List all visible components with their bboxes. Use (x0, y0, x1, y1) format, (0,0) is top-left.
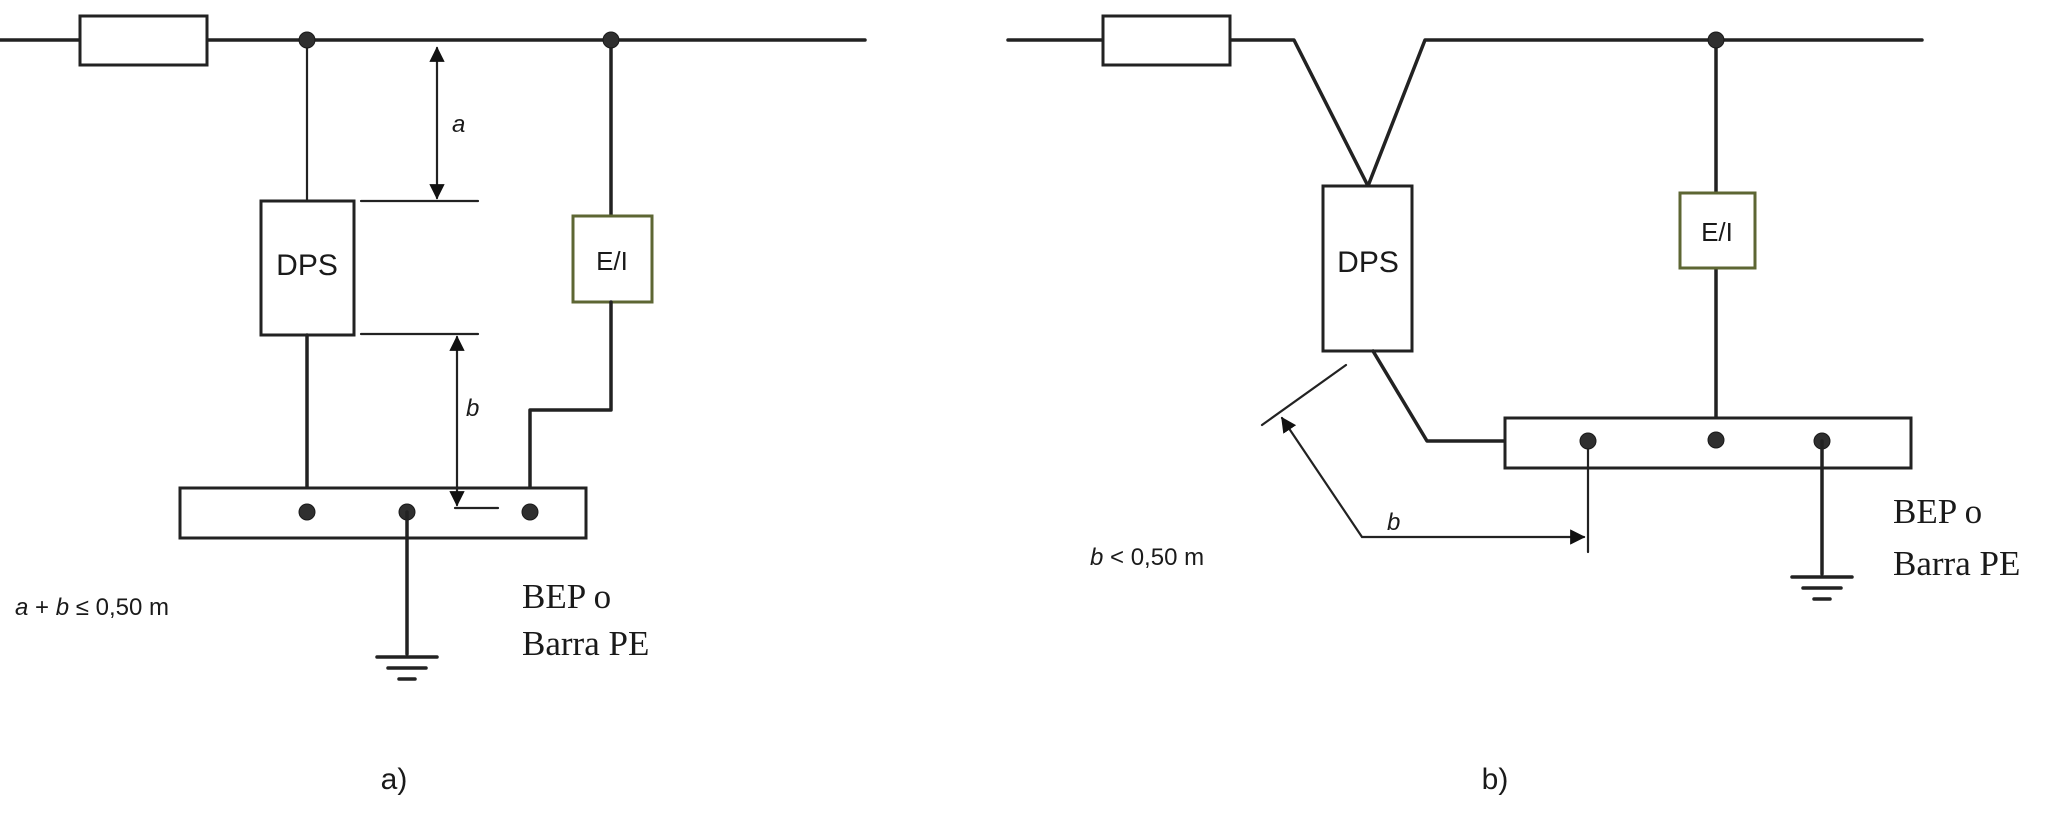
fuse-b (1101, 14, 1232, 67)
dim-ext-dps-b (1260, 363, 1348, 427)
ei-earth-lead-a (528, 300, 613, 514)
dim-b-label-b: b (1387, 509, 1400, 536)
bar-terminal-dps-b (1579, 432, 1597, 450)
dps-label-a: DPS (276, 249, 338, 282)
dps-label-b: DPS (1337, 246, 1399, 279)
formula-a-space (69, 594, 76, 621)
caption-b: b) (1482, 763, 1509, 796)
formula-b-var-b: b (1090, 544, 1103, 571)
junction-ei-b (1707, 31, 1725, 49)
bar-label-line2-b: Barra PE (1893, 544, 2020, 583)
formula-a-value: 0,50 m (89, 594, 169, 621)
formula-b: b < 0,50 m (1090, 544, 1204, 571)
formula-a-leq: ≤ (76, 594, 89, 621)
panel-a: DPS E/I a b a + b ≤ 0,50 m BEP o (0, 14, 867, 796)
bar-label-line1-a: BEP o (522, 577, 611, 616)
bep-bar-b (1503, 416, 1913, 470)
formula-a-plus: + (28, 594, 55, 621)
formula-a: a + b ≤ 0,50 m (15, 594, 169, 621)
ei-label-b: E/I (1701, 217, 1733, 247)
fuse-a (78, 14, 209, 67)
formula-a-var-b: b (56, 594, 69, 621)
dim-a-label: a (452, 111, 465, 138)
ei-label-a: E/I (596, 246, 628, 276)
bar-terminal-ei-b (1707, 431, 1725, 449)
junction-dps-a (298, 31, 316, 49)
bar-label-line2-a: Barra PE (522, 624, 649, 663)
bar-label-line1-b: BEP o (1893, 492, 1982, 531)
formula-a-var-a: a (15, 594, 28, 621)
dps-box-b (1321, 184, 1414, 353)
bep-bar-a (178, 486, 588, 540)
bar-terminal-dps-a (298, 503, 316, 521)
formula-b-value: < 0,50 m (1103, 544, 1204, 571)
panel-b: DPS E/I b b < 0,50 m BEP o Barra PE b) (1006, 14, 2020, 796)
bar-terminal-ei-a (521, 503, 539, 521)
ei-box-b (1678, 191, 1757, 270)
dps-box-a (259, 199, 356, 337)
dim-b-label-a: b (466, 395, 479, 422)
junction-ei-a (602, 31, 620, 49)
caption-a: a) (381, 763, 408, 796)
dimension-arrow-b-b (1280, 416, 1586, 545)
